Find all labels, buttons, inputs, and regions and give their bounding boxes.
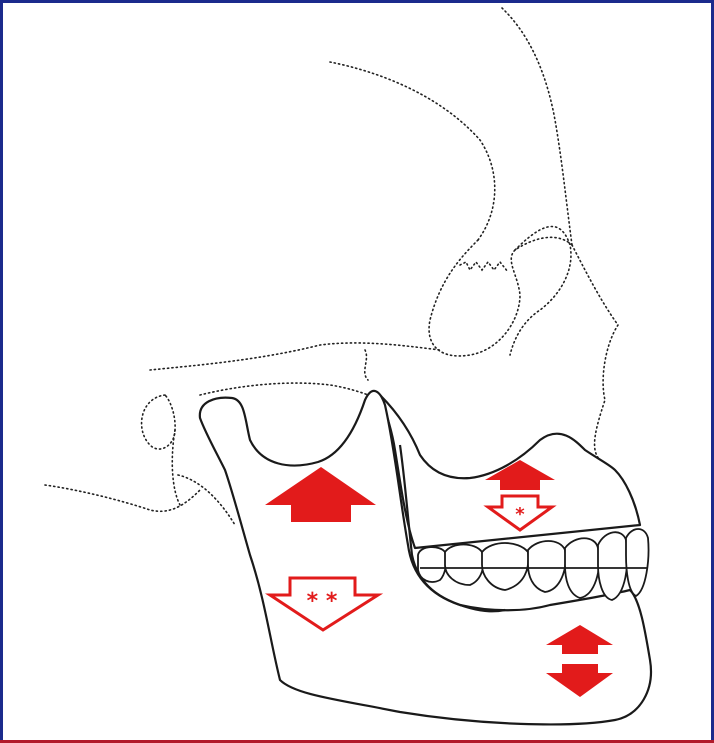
cranium-forehead-line (502, 8, 572, 245)
cranium-inner-line (330, 62, 495, 240)
occipital-line (45, 485, 200, 511)
maxilla-down-arrow-marker: * (515, 504, 525, 525)
nasal-bridge-line (572, 245, 618, 460)
tooth (445, 545, 484, 586)
tooth (418, 547, 446, 582)
ear-line (142, 395, 176, 449)
palate-line (365, 350, 368, 380)
orbit-inner-line (510, 226, 571, 355)
tooth (626, 529, 649, 596)
ramus-down-arrow-marker: * * (307, 589, 338, 614)
zygomatic-line (150, 343, 440, 370)
tooth (598, 532, 627, 600)
tooth (482, 543, 528, 590)
orbit-line (429, 237, 572, 356)
mastoid-line (172, 430, 180, 505)
tooth (528, 541, 566, 592)
styloid-line (178, 475, 235, 525)
suture-line (460, 262, 508, 272)
